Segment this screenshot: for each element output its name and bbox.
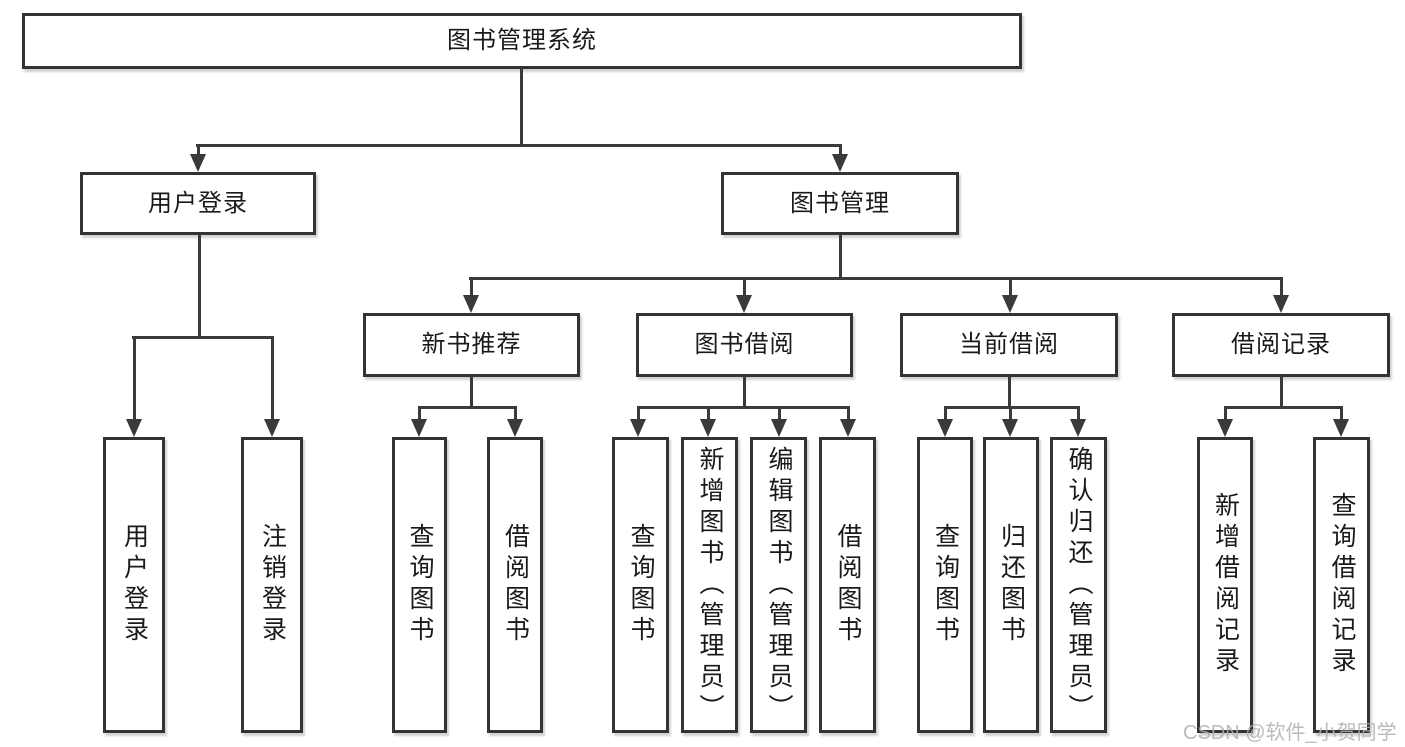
arrow-down-icon bbox=[630, 419, 646, 437]
connector-user-child2-stem bbox=[271, 339, 274, 421]
arrow-down-icon bbox=[1217, 419, 1233, 437]
arrow-down-icon bbox=[736, 295, 752, 313]
connector-module4-stem bbox=[1280, 280, 1283, 297]
connector-book-vertical bbox=[839, 235, 842, 280]
arrow-down-icon bbox=[771, 419, 787, 437]
connector-book-stem bbox=[839, 147, 842, 157]
node-borrow-records: 借阅记录 bbox=[1172, 313, 1390, 377]
node-book-borrowing-label: 图书借阅 bbox=[694, 331, 795, 358]
connector-book-horizontal bbox=[469, 277, 1283, 280]
leaf-label: 编辑图书（管理员） bbox=[765, 445, 793, 725]
arrow-down-icon bbox=[1273, 295, 1289, 313]
node-current-borrowing: 当前借阅 bbox=[900, 313, 1118, 377]
connector-module1-stem bbox=[470, 280, 473, 297]
node-new-book-recommend-label: 新书推荐 bbox=[421, 331, 522, 358]
leaf-label: 归还图书 bbox=[997, 523, 1026, 647]
connector-module3-stem bbox=[1009, 280, 1012, 297]
connector-m4-c2-stem bbox=[1340, 409, 1343, 421]
leaf-m2-query-books: 查询图书 bbox=[612, 437, 669, 733]
leaf-m2-edit-books-admin: 编辑图书（管理员） bbox=[750, 437, 807, 733]
connector-module2-stem bbox=[743, 280, 746, 297]
connector-root-horizontal bbox=[196, 144, 842, 147]
leaf-label: 借阅图书 bbox=[834, 523, 862, 647]
arrow-down-icon bbox=[832, 154, 848, 172]
arrow-down-icon bbox=[463, 295, 479, 313]
connector-m2-c3-stem bbox=[778, 409, 781, 421]
connector-m2-vertical bbox=[743, 377, 746, 408]
csdn-watermark: CSDN @软件_小贺同学 bbox=[1183, 722, 1397, 744]
arrow-down-icon bbox=[1002, 295, 1018, 313]
leaf-m2-borrow-books: 借阅图书 bbox=[819, 437, 876, 733]
leaf-label: 新增借阅记录 bbox=[1211, 492, 1240, 678]
node-new-book-recommend: 新书推荐 bbox=[363, 313, 580, 377]
connector-m4-vertical bbox=[1280, 377, 1283, 408]
arrow-down-icon bbox=[937, 419, 953, 437]
leaf-label: 新增图书（管理员） bbox=[696, 445, 724, 725]
connector-user-vertical bbox=[198, 235, 201, 336]
leaf-logout-label: 注销登录 bbox=[258, 523, 287, 647]
leaf-m4-add-borrow-record: 新增借阅记录 bbox=[1197, 437, 1253, 733]
connector-m3-c2-stem bbox=[1009, 409, 1012, 421]
arrow-down-icon bbox=[840, 419, 856, 437]
connector-user-stem bbox=[197, 147, 200, 157]
node-book-management-label: 图书管理 bbox=[790, 189, 890, 217]
node-book-borrowing: 图书借阅 bbox=[636, 313, 853, 377]
leaf-label: 查询图书 bbox=[627, 523, 655, 647]
arrow-down-icon bbox=[190, 154, 206, 172]
connector-root-vertical bbox=[520, 69, 523, 147]
leaf-user-login: 用户登录 bbox=[103, 437, 165, 733]
leaf-label: 确认归还（管理员） bbox=[1065, 445, 1093, 725]
node-system-root: 图书管理系统 bbox=[22, 13, 1022, 69]
arrow-down-icon bbox=[1333, 419, 1349, 437]
node-current-borrowing-label: 当前借阅 bbox=[959, 331, 1059, 358]
leaf-m4-query-borrow-record: 查询借阅记录 bbox=[1313, 437, 1370, 733]
arrow-down-icon bbox=[1070, 419, 1086, 437]
arrow-down-icon bbox=[507, 419, 523, 437]
leaf-label: 借阅图书 bbox=[501, 523, 530, 647]
arrow-down-icon bbox=[411, 419, 427, 437]
connector-m3-c3-stem bbox=[1077, 409, 1080, 421]
connector-m2-c2-stem bbox=[707, 409, 710, 421]
arrow-down-icon bbox=[1002, 419, 1018, 437]
connector-m3-vertical bbox=[1008, 377, 1011, 408]
leaf-m1-borrow-books: 借阅图书 bbox=[487, 437, 543, 733]
connector-m4-c1-stem bbox=[1224, 409, 1227, 421]
node-user-login: 用户登录 bbox=[80, 172, 316, 235]
leaf-user-login-label: 用户登录 bbox=[120, 523, 149, 647]
connector-m4-horizontal bbox=[1224, 406, 1343, 409]
connector-user-child1-stem bbox=[133, 339, 136, 421]
connector-m2-c4-stem bbox=[847, 409, 850, 421]
node-borrow-records-label: 借阅记录 bbox=[1231, 331, 1331, 358]
connector-m2-horizontal bbox=[637, 406, 850, 409]
leaf-m3-confirm-return-admin: 确认归还（管理员） bbox=[1050, 437, 1107, 733]
leaf-m2-add-books-admin: 新增图书（管理员） bbox=[681, 437, 738, 733]
connector-m1-horizontal bbox=[418, 406, 517, 409]
leaf-m1-query-books: 查询图书 bbox=[392, 437, 447, 733]
node-book-management: 图书管理 bbox=[721, 172, 959, 235]
connector-m1-vertical bbox=[470, 377, 473, 408]
arrow-down-icon bbox=[126, 419, 142, 437]
leaf-label: 查询图书 bbox=[931, 523, 960, 647]
leaf-m3-query-books: 查询图书 bbox=[917, 437, 973, 733]
node-system-root-label: 图书管理系统 bbox=[447, 27, 597, 54]
arrow-down-icon bbox=[264, 419, 280, 437]
node-user-login-label: 用户登录 bbox=[148, 189, 248, 217]
connector-m1-c2-stem bbox=[514, 409, 517, 421]
connector-m1-c1-stem bbox=[418, 409, 421, 421]
connector-m3-horizontal bbox=[944, 406, 1080, 409]
arrow-down-icon bbox=[700, 419, 716, 437]
leaf-label: 查询借阅记录 bbox=[1328, 492, 1356, 678]
connector-m2-c1-stem bbox=[637, 409, 640, 421]
leaf-label: 查询图书 bbox=[406, 523, 434, 647]
connector-user-horizontal bbox=[132, 336, 274, 339]
connector-m3-c1-stem bbox=[944, 409, 947, 421]
leaf-logout: 注销登录 bbox=[241, 437, 303, 733]
leaf-m3-return-books: 归还图书 bbox=[983, 437, 1039, 733]
